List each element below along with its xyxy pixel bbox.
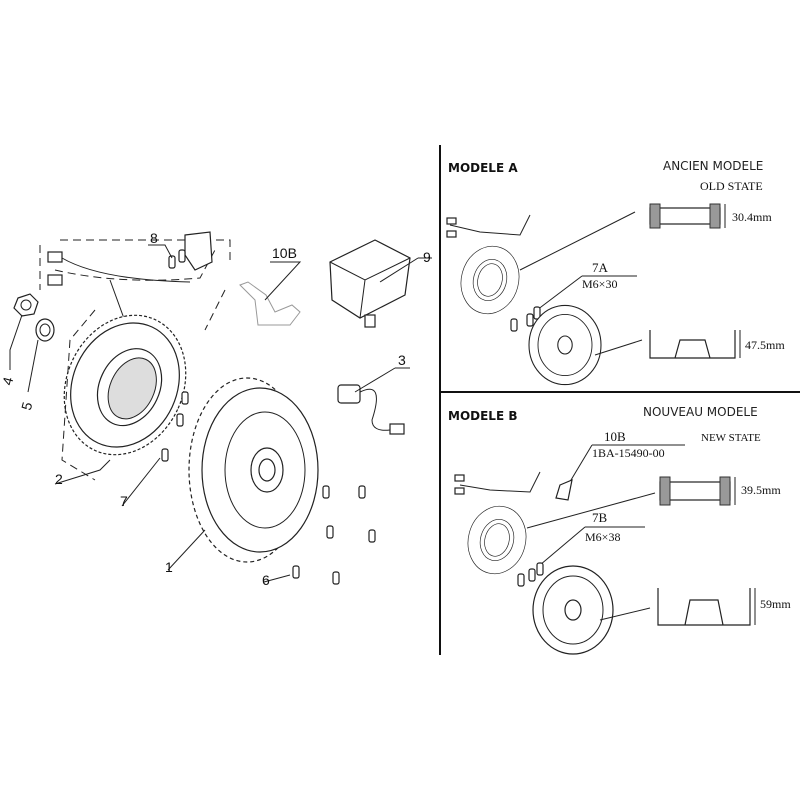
model-b-part-ref: 10B [604,429,626,444]
bracket-10b [239,281,301,326]
rotor-section-b [657,588,756,626]
label-5: 5 [18,400,36,412]
model-a-bolt-size: M6×30 [582,277,617,291]
model-a-subtitle-en: OLD STATE [700,179,763,193]
model-a-bolt-ref: 7A [592,260,609,275]
label-10b: 10B [272,245,297,261]
model-b-subtitle-en: NEW STATE [701,432,761,444]
stator-section-b [659,476,736,506]
regulator-rectifier [329,239,411,328]
stator-section-a [649,203,726,229]
label-6: 6 [262,572,270,588]
label-8: 8 [150,230,158,246]
model-a-panel: MODELE A ANCIEN MODELE OLD STATE 30.4mm … [446,159,785,386]
nut [13,293,39,317]
model-b-title: MODELE B [448,409,517,423]
pickup-coil [168,231,213,271]
label-1: 1 [165,559,173,575]
leader-lines [9,244,432,583]
label-9: 9 [423,249,431,265]
label-4: 4 [0,375,17,387]
label-2: 2 [55,471,63,487]
model-a-subtitle-fr: ANCIEN MODELE [663,159,763,173]
model-b-bolt-ref: 7B [592,510,608,525]
washer [35,318,55,342]
model-b-stator-height: 39.5mm [741,483,781,497]
stator [63,314,187,456]
rotor-section-a [649,330,741,359]
model-b-part-number: 1BA-15490-00 [592,446,665,460]
model-b-subtitle-fr: NOUVEAU MODELE [643,405,758,419]
model-a-title: MODELE A [448,161,518,175]
model-b-bolt-size: M6×38 [585,530,620,544]
label-7: 7 [120,493,128,509]
model-a-rotor-height: 47.5mm [745,338,785,352]
flywheel-rotor [188,377,319,563]
wire-harness [39,239,231,336]
model-b-panel: MODELE B NOUVEAU MODELE NEW STATE 10B 1B… [448,405,791,655]
model-b-rotor-height: 59mm [760,597,791,611]
connector-3 [337,384,405,435]
label-3: 3 [398,352,406,368]
model-a-stator-height: 30.4mm [732,210,772,224]
